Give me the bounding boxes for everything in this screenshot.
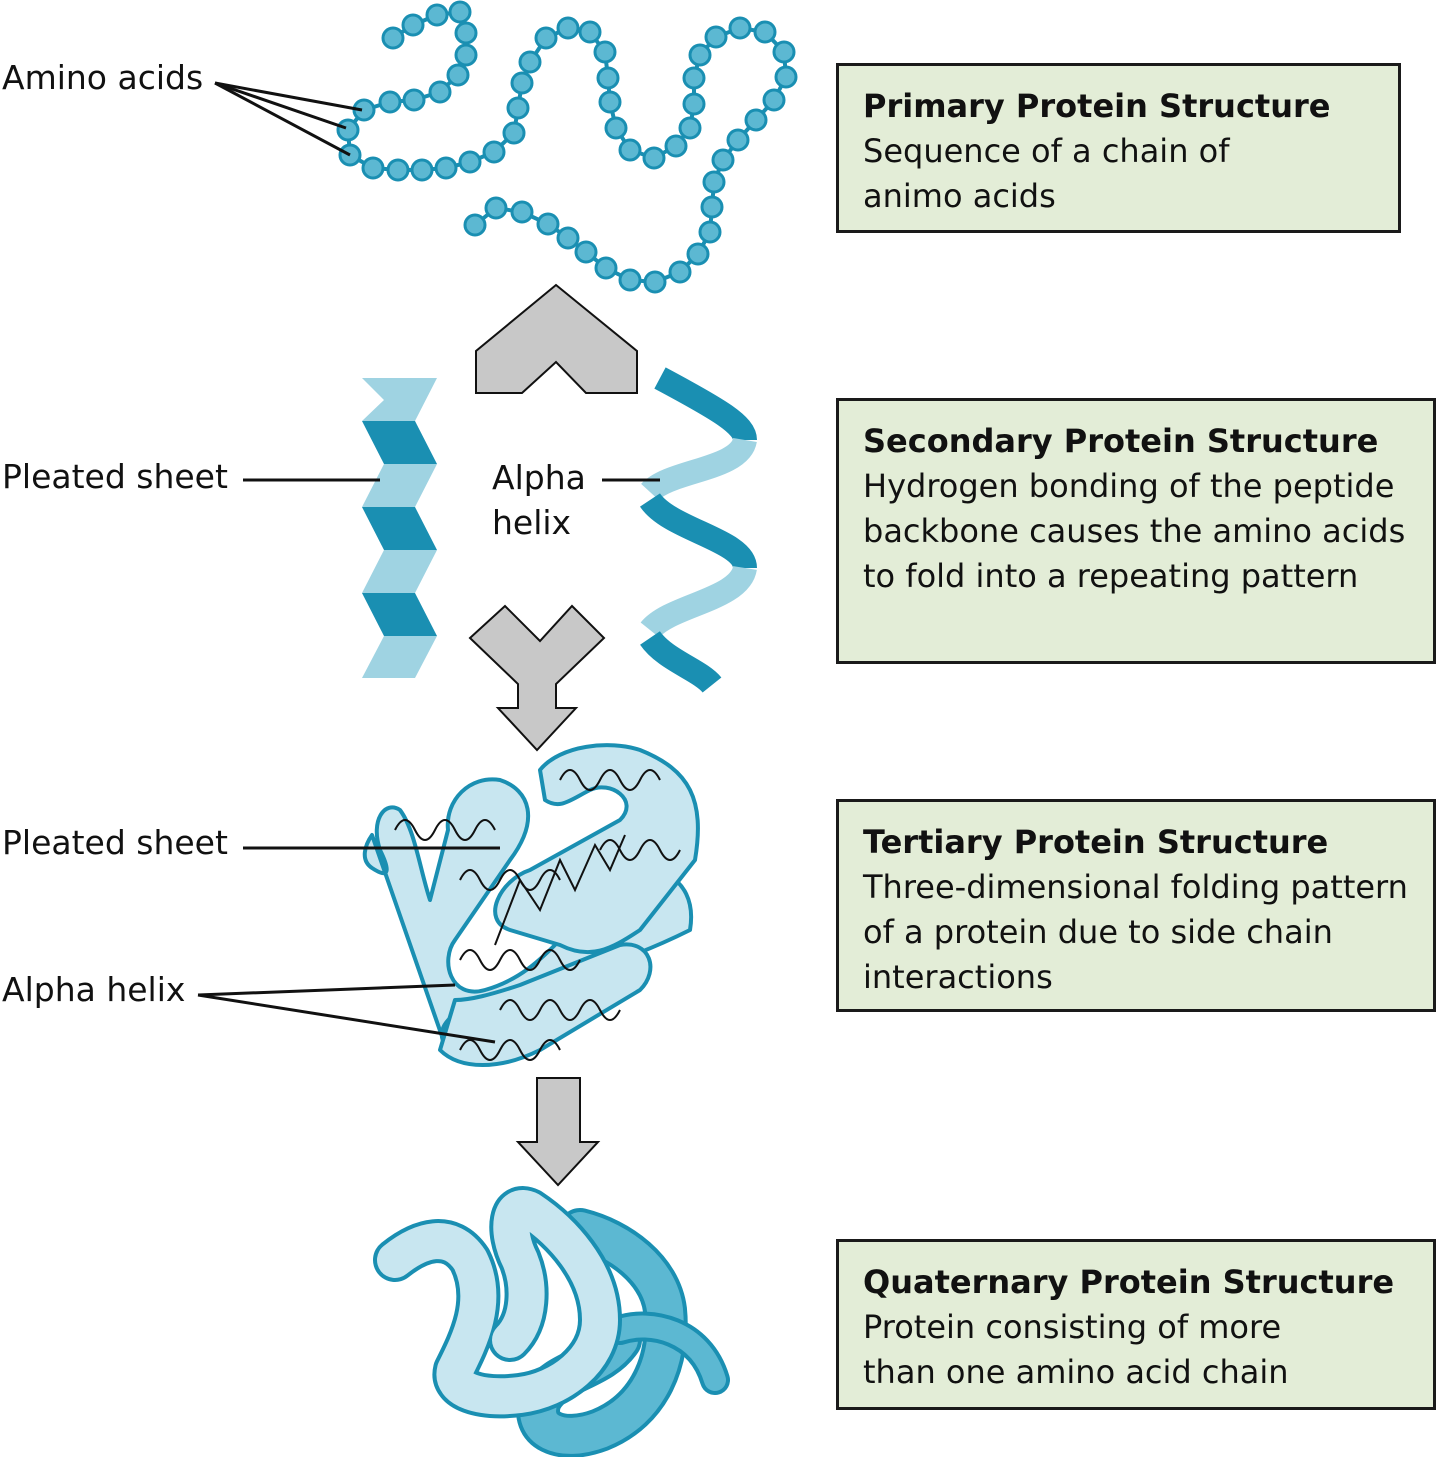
secondary-structure-title: Secondary Protein Structure — [863, 422, 1379, 460]
label-pleated-sheet-secondary: Pleated sheet — [2, 457, 228, 496]
primary-structure-box: Primary Protein Structure Sequence of a … — [836, 63, 1401, 233]
amino-acid-bead — [510, 200, 534, 224]
label-alpha-helix-secondary: Alpha helix — [492, 458, 586, 542]
amino-acid-bead — [678, 116, 702, 140]
amino-acid-bead — [425, 3, 449, 27]
amino-acid-bead — [711, 148, 735, 172]
amino-acid-bead — [618, 138, 642, 162]
quaternary-structure-text: Protein consisting of more than one amin… — [863, 1308, 1289, 1391]
amino-acid-bead — [593, 40, 617, 64]
down-arrow — [515, 1077, 601, 1187]
label-amino-acids: Amino acids — [2, 58, 204, 97]
amino-acid-bead — [361, 156, 385, 180]
amino-acid-bead — [642, 146, 666, 170]
amino-acid-bead — [596, 66, 620, 90]
amino-acid-chain — [336, 0, 798, 294]
amino-acid-bead — [704, 25, 728, 49]
label-alpha-helix-tertiary: Alpha helix — [2, 970, 186, 1009]
amino-acid-bead — [428, 80, 452, 104]
amino-acid-bead — [664, 134, 688, 158]
amino-acid-bead — [556, 16, 580, 40]
amino-acid-bead — [774, 65, 798, 89]
amino-acid-bead — [726, 128, 750, 152]
amino-acid-bead — [686, 242, 710, 266]
quaternary-structure-box: Quaternary Protein Structure Protein con… — [836, 1239, 1436, 1410]
amino-acid-bead — [482, 140, 506, 164]
amino-acid-bead — [578, 20, 602, 44]
amino-acid-bead — [536, 212, 560, 236]
amino-acid-bead — [534, 26, 558, 50]
tertiary-structure-title: Tertiary Protein Structure — [863, 823, 1329, 861]
amino-acid-bead — [381, 26, 405, 50]
amino-acid-bead — [378, 90, 402, 114]
amino-acid-bead — [702, 170, 726, 194]
secondary-structure-box: Secondary Protein Structure Hydrogen bon… — [836, 398, 1436, 664]
amino-acid-bead — [510, 71, 534, 95]
amino-acid-bead — [458, 150, 482, 174]
amino-acid-bead — [698, 220, 722, 244]
alpha-helix-secondary — [640, 367, 757, 694]
amino-acid-bead — [518, 50, 542, 74]
amino-acid-bead — [762, 88, 786, 112]
amino-acid-bead — [401, 13, 425, 37]
amino-acid-bead — [336, 118, 360, 142]
amino-acid-bead — [446, 63, 470, 87]
amino-acid-bead — [618, 268, 642, 292]
label-pleated-sheet-tertiary: Pleated sheet — [2, 823, 228, 862]
amino-acid-bead — [410, 158, 434, 182]
amino-acid-bead — [668, 260, 692, 284]
tertiary-structure — [362, 743, 700, 1067]
primary-structure-title: Primary Protein Structure — [863, 87, 1331, 125]
amino-acid-bead — [484, 196, 508, 220]
amino-acid-bead — [506, 96, 530, 120]
tertiary-structure-text: Three-dimensional folding pattern of a p… — [863, 868, 1408, 996]
amino-acid-bead — [744, 108, 768, 132]
amino-acid-bead — [700, 195, 724, 219]
tertiary-leader-lines — [197, 846, 500, 1044]
amino-acid-bead — [594, 256, 618, 280]
amino-acid-bead — [604, 116, 628, 140]
tertiary-coils — [394, 769, 681, 1061]
secondary-structure-text: Hydrogen bonding of the peptide backbone… — [863, 467, 1406, 595]
amino-acids-leader-lines — [214, 81, 363, 157]
amino-acid-bead — [402, 88, 426, 112]
amino-acid-bead — [682, 92, 706, 116]
amino-acid-bead — [434, 156, 458, 180]
amino-acid-bead — [454, 43, 478, 67]
primary-structure-text: Sequence of a chain of animo acids — [863, 132, 1230, 215]
amino-acid-bead — [463, 213, 487, 237]
amino-acid-bead — [448, 0, 472, 24]
amino-acid-bead — [728, 16, 752, 40]
quaternary-structure-title: Quaternary Protein Structure — [863, 1263, 1395, 1301]
amino-acid-bead — [688, 43, 712, 67]
amino-acid-bead — [454, 21, 478, 45]
amino-acid-bead — [682, 66, 706, 90]
split-arrow — [475, 283, 638, 394]
amino-acid-bead — [386, 158, 410, 182]
tertiary-structure-box: Tertiary Protein Structure Three-dimensi… — [836, 799, 1436, 1012]
pleated-sheet-secondary — [362, 378, 437, 678]
merge-arrow — [468, 604, 606, 752]
amino-acid-bead — [556, 226, 580, 250]
amino-acid-bead — [598, 90, 622, 114]
amino-acid-bead — [502, 121, 526, 145]
amino-acid-bead — [753, 20, 777, 44]
quaternary-structure — [373, 1186, 730, 1457]
amino-acid-bead — [574, 240, 598, 264]
amino-acid-bead — [772, 40, 796, 64]
amino-acid-bead — [643, 270, 667, 294]
